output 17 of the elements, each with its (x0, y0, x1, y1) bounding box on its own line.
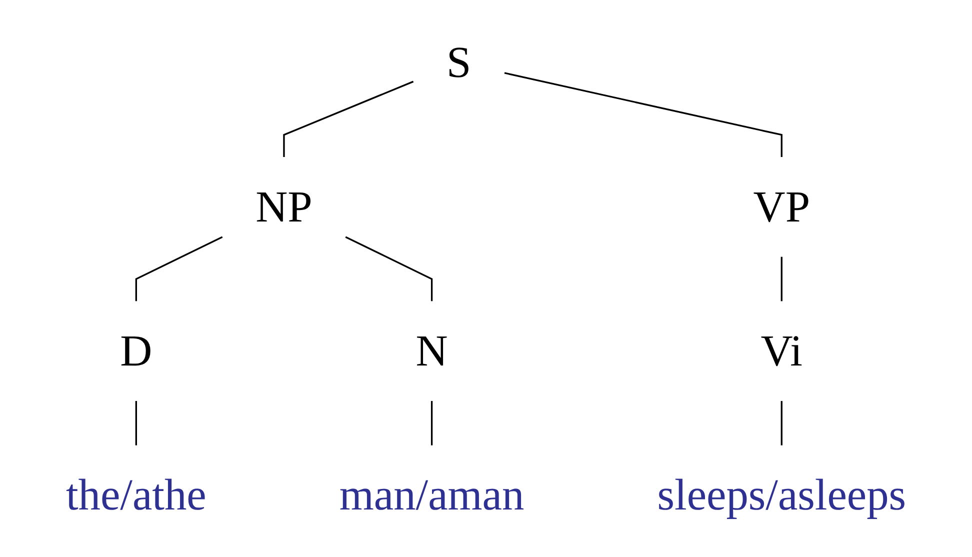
node-text: N (416, 325, 448, 375)
connector (504, 72, 782, 157)
node-text: Vi (760, 325, 802, 375)
node-text: the/athe (66, 469, 206, 520)
node-text: VP (753, 180, 810, 231)
node-text: sleeps/asleeps (657, 469, 906, 520)
connector (135, 236, 223, 301)
connector (780, 256, 782, 301)
node-text: man/aman (339, 469, 524, 520)
connector (780, 400, 782, 445)
node-text: D (120, 325, 152, 375)
connector (345, 236, 433, 301)
node-text: NP (256, 180, 312, 231)
connector (430, 400, 433, 445)
connector (135, 400, 137, 445)
connector (283, 80, 414, 157)
node-text: S (446, 36, 472, 87)
